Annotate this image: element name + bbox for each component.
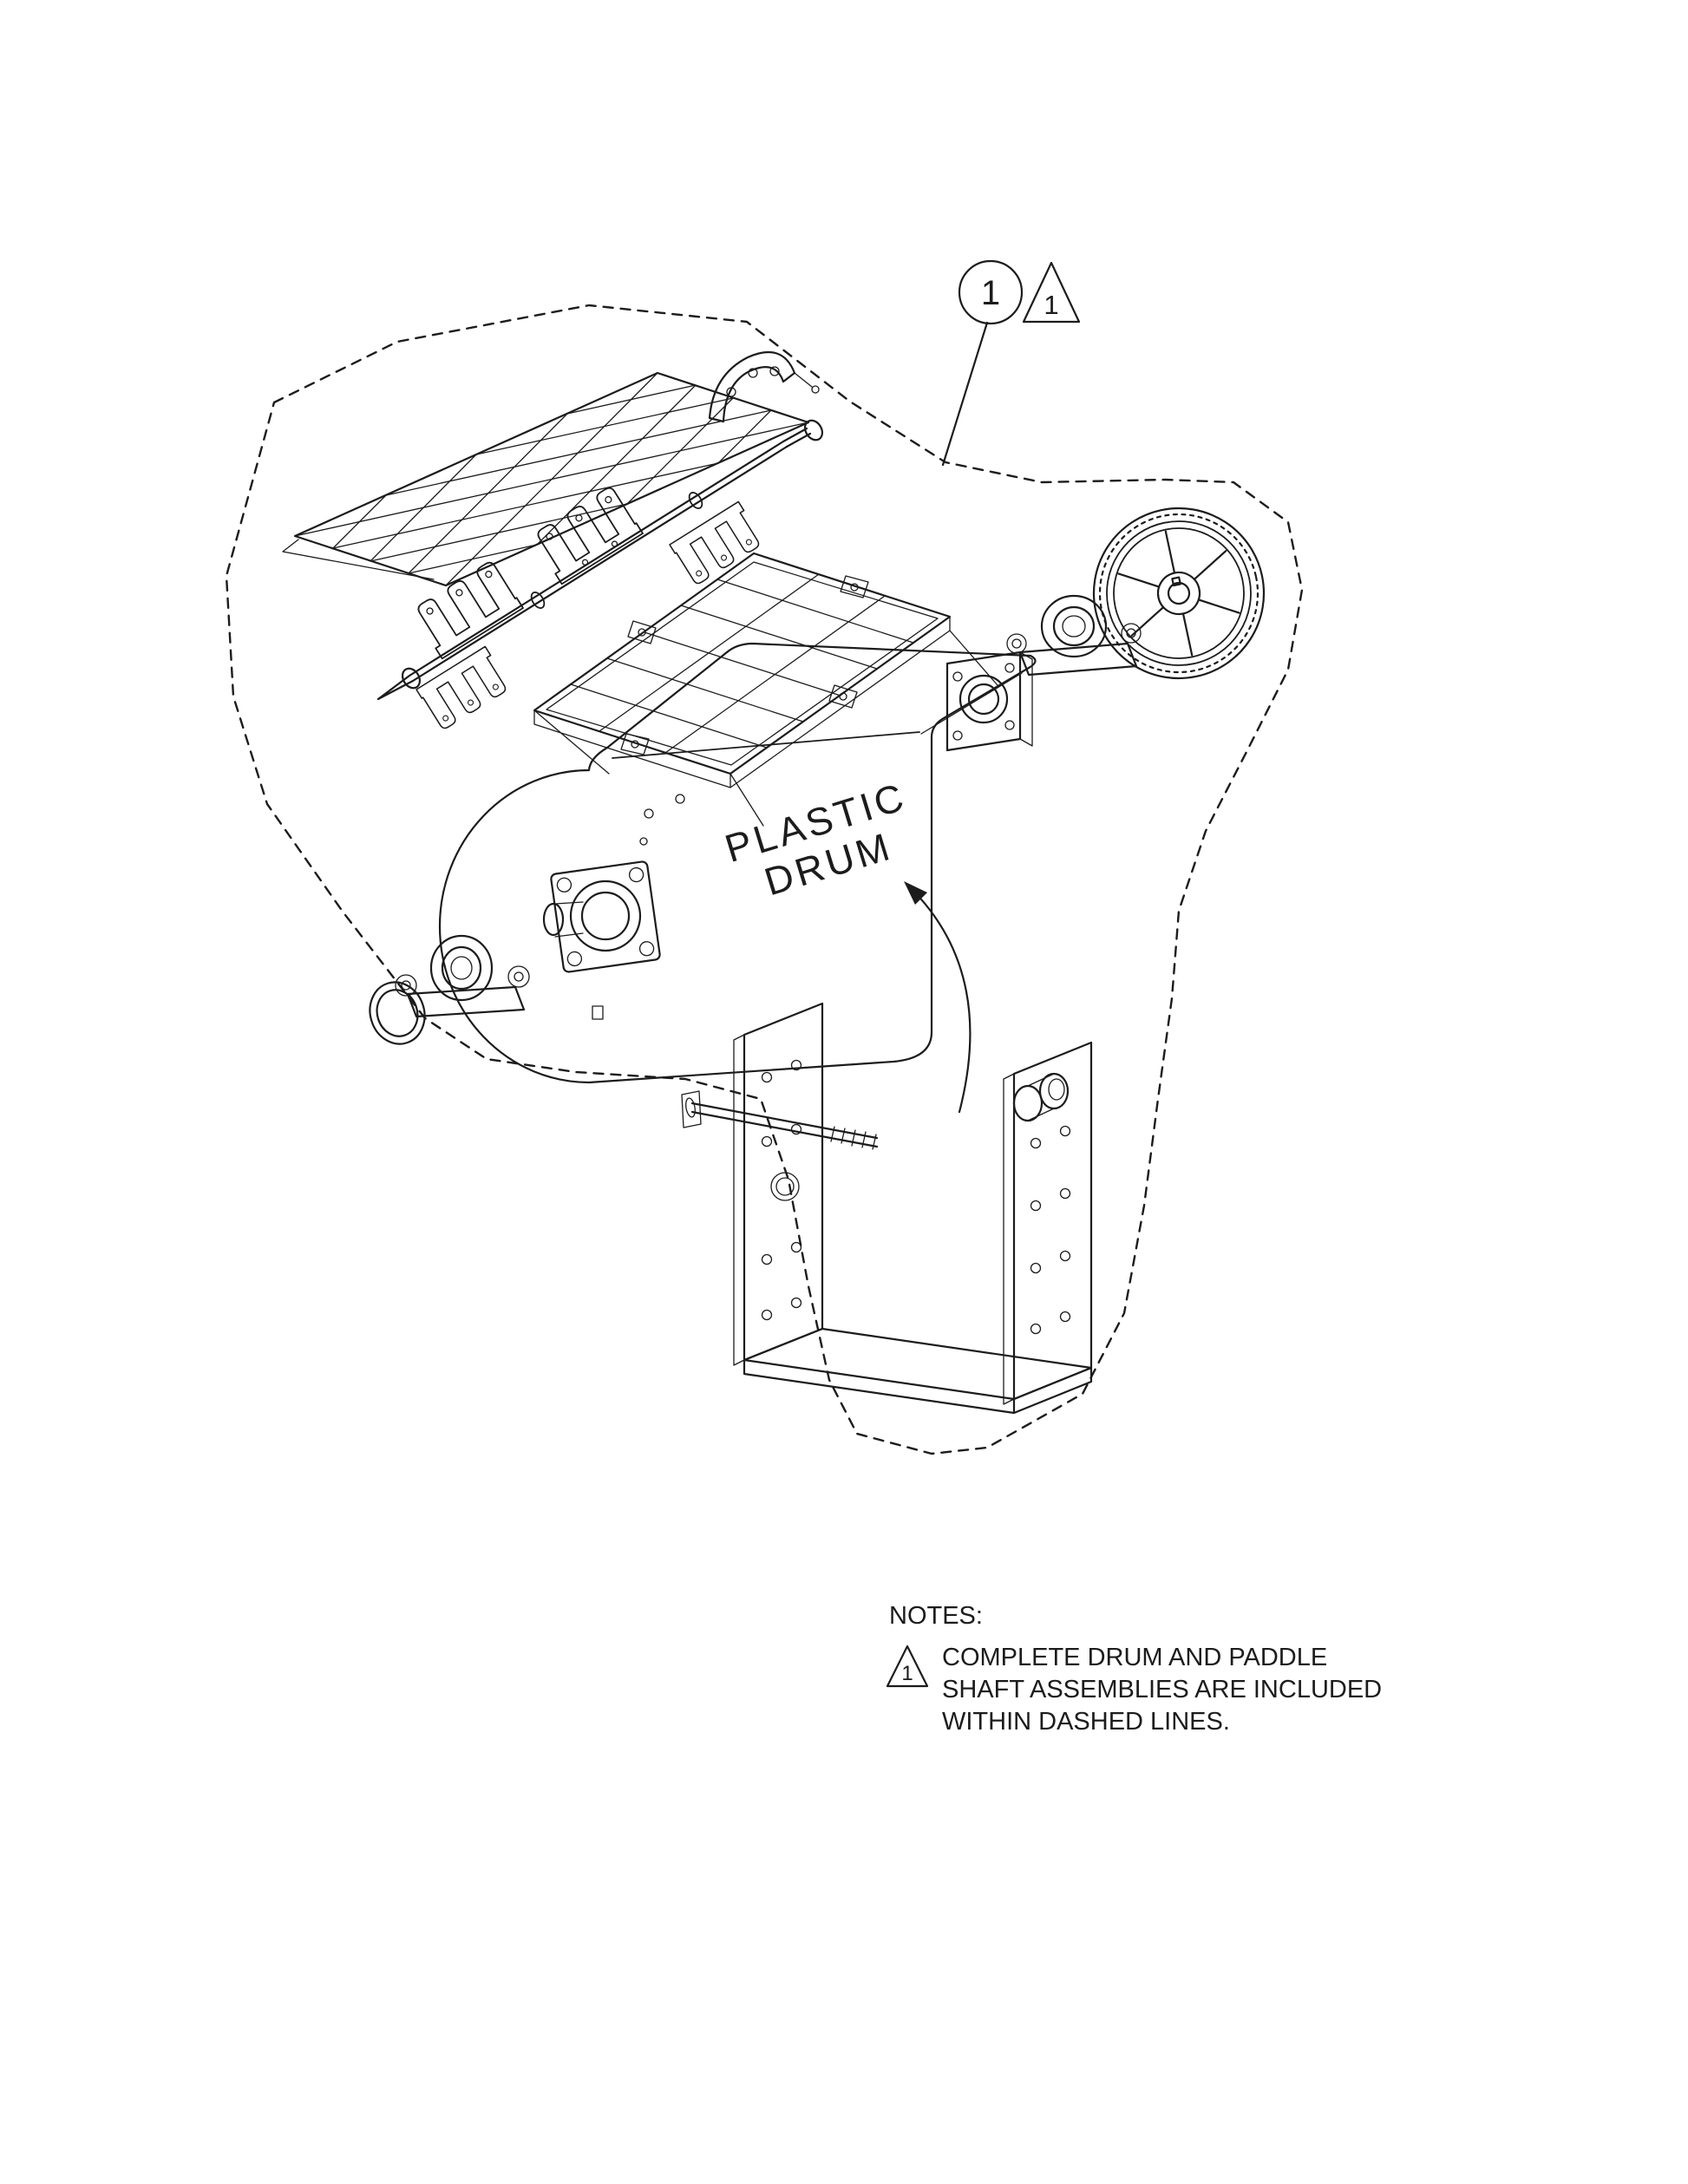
drum-shaft-flange: [542, 860, 661, 973]
shaft-yoke-ring: [803, 419, 824, 441]
arrowhead: [904, 881, 927, 905]
callout-leader-line: [941, 321, 989, 467]
drum-silhouette: [438, 642, 1037, 1084]
callout-triangle-label: 1: [1044, 290, 1058, 320]
boundary-dashed-outline: [225, 304, 1304, 1455]
gear-spokes: [1117, 530, 1240, 657]
drum-label: PLASTIC DRUM: [720, 774, 912, 904]
paddle-comb: [417, 561, 524, 660]
item-callout: 1 1: [941, 259, 1081, 467]
callout-circle: [958, 259, 1024, 325]
shaft-yoke: [782, 427, 812, 448]
shaft-clamp-bracket: [708, 350, 820, 423]
grate-cover: [533, 552, 998, 827]
drum-front-rim: [612, 731, 920, 759]
callout-circle-label: 1: [981, 274, 1000, 312]
drive-gear: [1092, 507, 1266, 680]
paddle-shaft: [376, 440, 788, 701]
crossbar-rod: [681, 1090, 879, 1150]
note-flag-triangle: [886, 1645, 929, 1688]
drum-square-hole: [592, 1005, 604, 1020]
frame-bearing-boss: [1012, 1072, 1070, 1122]
paddle-lattice-panel: [282, 371, 810, 587]
drum-top-rim-inner: [920, 672, 1023, 735]
note-line-1: COMPLETE DRUM AND PADDLE: [942, 1644, 1327, 1671]
shaft-collar: [688, 492, 703, 509]
notes-block: NOTES: 1 COMPLETE DRUM AND PADDLE SHAFT …: [886, 1602, 1382, 1736]
grate-thickness-edge: [533, 616, 951, 788]
paddle-comb: [415, 645, 507, 729]
callout-triangle: [1022, 261, 1081, 324]
grate-mount-tab: [620, 575, 869, 755]
paddle-comb: [669, 500, 760, 585]
frame-base-channel: [743, 1327, 1093, 1401]
lattice-tail-spike: [282, 539, 435, 580]
pointer-arrow: [904, 881, 972, 1114]
crossbar-thread-hatch: [830, 1126, 877, 1150]
shaft-end-ring: [401, 667, 422, 690]
frame-right-plate: [1012, 1041, 1093, 1401]
paddle-shaft-assembly: [376, 350, 824, 729]
frame-left-plate: [743, 1002, 824, 1362]
drum-bolt-hole: [644, 808, 654, 819]
stand-frame: [681, 1002, 1093, 1415]
shaft-bracket-plate: [945, 651, 1033, 752]
bearing-end-cap: [369, 981, 426, 1045]
plastic-drum: PLASTIC DRUM: [438, 642, 1037, 1084]
drum-bolt-hole: [675, 794, 685, 804]
note-flag-label: 1: [901, 1662, 913, 1685]
note-line-3: WITHIN DASHED LINES.: [942, 1708, 1230, 1736]
left-pillow-bearing: [395, 934, 530, 1018]
shaft-collar: [530, 592, 546, 609]
grate-grid-lines: [570, 573, 914, 754]
notes-heading: NOTES:: [889, 1602, 983, 1630]
paddle-comb: [537, 487, 644, 585]
note-line-2: SHAFT ASSEMBLIES ARE INCLUDED: [942, 1676, 1382, 1703]
lattice-crosshatch: [294, 372, 809, 586]
frame-left-plate-holes: [761, 1059, 802, 1321]
drum-bolt-hole: [639, 837, 648, 846]
frame-right-plate-holes: [1030, 1125, 1071, 1335]
